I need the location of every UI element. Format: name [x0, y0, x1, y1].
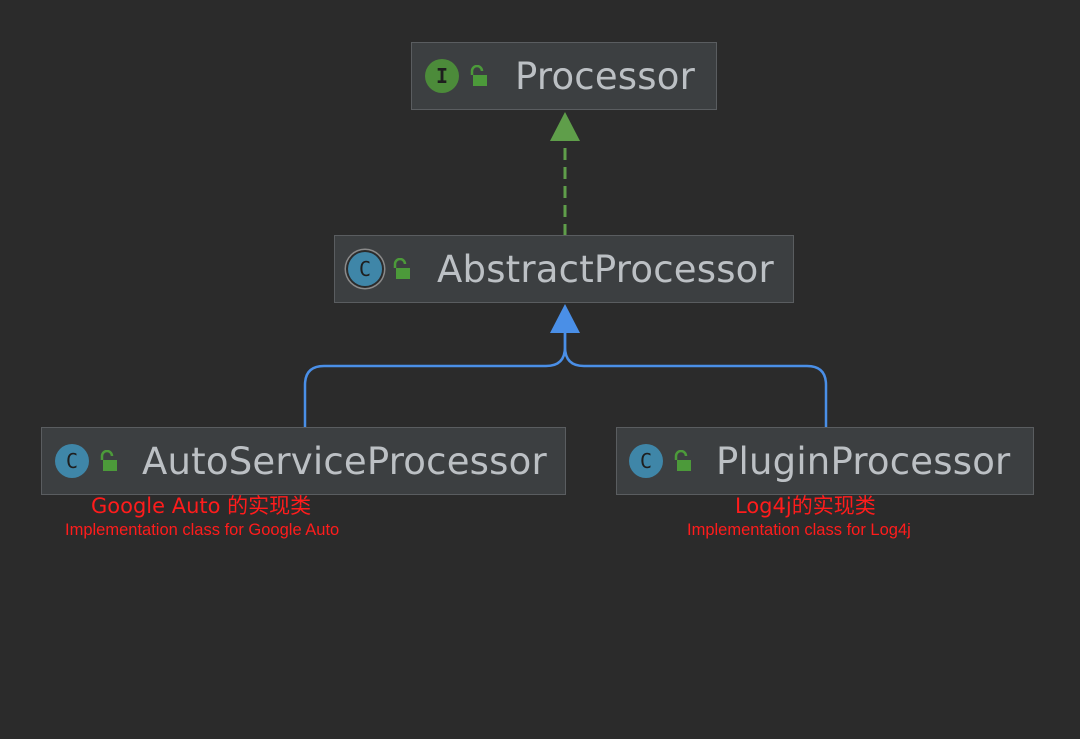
- node-abstract-processor[interactable]: C AbstractProcessor: [334, 235, 794, 303]
- class-icon: C: [629, 444, 663, 478]
- annotation-auto-service-title: Google Auto 的实现类: [91, 494, 312, 518]
- extends-edge-plugin: [563, 332, 828, 428]
- node-plugin-processor-label: PluginProcessor: [716, 439, 1011, 483]
- annotation-plugin-title: Log4j的实现类: [735, 494, 876, 518]
- unlocked-icon: [674, 450, 691, 471]
- node-plugin-processor[interactable]: C PluginProcessor: [616, 427, 1034, 495]
- unlocked-icon: [393, 258, 410, 279]
- class-icon: C: [55, 444, 89, 478]
- node-abstract-processor-label: AbstractProcessor: [437, 247, 774, 291]
- node-auto-service-processor[interactable]: C AutoServiceProcessor: [41, 427, 566, 495]
- node-processor[interactable]: I Processor: [411, 42, 717, 110]
- interface-icon: I: [425, 59, 459, 93]
- unlocked-icon: [470, 65, 487, 86]
- annotation-auto-service-subtitle: Implementation class for Google Auto: [65, 521, 340, 539]
- implements-arrowhead: [550, 112, 580, 141]
- extends-edge-auto-service: [303, 332, 567, 428]
- annotation-plugin-subtitle: Implementation class for Log4j: [687, 521, 911, 539]
- node-processor-label: Processor: [515, 54, 696, 98]
- unlocked-icon: [100, 450, 117, 471]
- abstract-class-icon: C: [348, 252, 382, 286]
- extends-arrowhead: [550, 304, 580, 333]
- node-auto-service-processor-label: AutoServiceProcessor: [142, 439, 547, 483]
